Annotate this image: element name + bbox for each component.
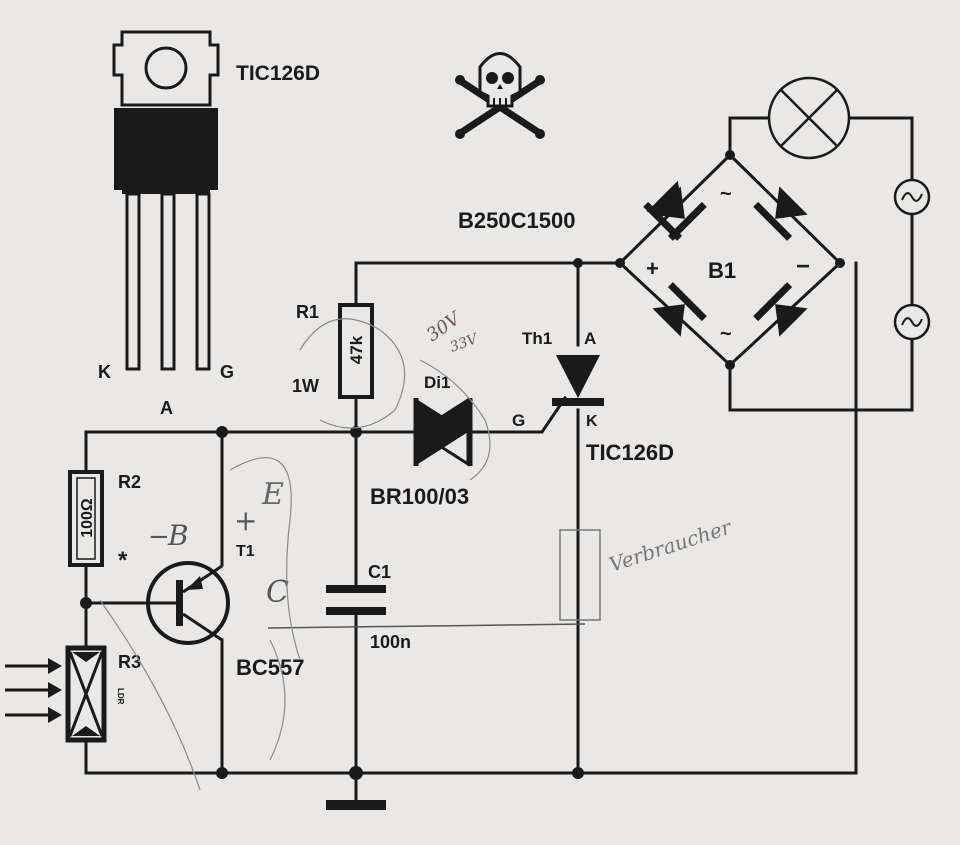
resistor-r1: 47k R1 1W [292, 302, 374, 399]
bridge-diode [753, 186, 808, 241]
c1-ref: C1 [368, 562, 391, 582]
capacitor-c1: C1 100n [326, 562, 411, 652]
package-body [114, 108, 218, 190]
r3-ref: R3 [118, 652, 141, 672]
bridge-part-number: B250C1500 [458, 208, 575, 233]
th1-cathode: K [586, 413, 598, 430]
circuit-wires [84, 116, 914, 804]
ac-source-icon [893, 178, 931, 216]
lamp-icon [767, 76, 851, 160]
hand-plus-e: + [234, 504, 257, 537]
r2-ref: R2 [118, 472, 141, 492]
r2-value: 100Ω [79, 498, 96, 538]
hand-minus-b: − [148, 522, 170, 552]
bridge-ac-top: ~ [720, 183, 732, 205]
light-arrows-icon [5, 658, 62, 723]
thyristor-th1: Th1 A K G TIC126D [512, 329, 674, 465]
r1-value: 47k [347, 335, 366, 364]
ldr-r3: R3 LDR [65, 645, 141, 743]
junction-dots [80, 258, 584, 780]
hand-base: B [167, 519, 189, 552]
package-pin-a-label: A [160, 398, 173, 418]
r3-ldr-note: LDR [116, 688, 125, 705]
bridge-ac-bottom: ~ [720, 323, 732, 345]
hand-emitter: E [261, 477, 284, 512]
th1-ref: Th1 [522, 329, 552, 348]
mounting-hole [144, 46, 188, 90]
bridge-diode [652, 186, 707, 241]
transistor-t1: T1 BC557 [146, 543, 304, 680]
bridge-diode [753, 282, 808, 337]
diac-part: BR100/03 [370, 484, 469, 509]
c1-value: 100n [370, 632, 411, 652]
th1-gate: G [512, 411, 525, 430]
package-pin-g-label: G [220, 362, 234, 382]
thyristor-package-drawing: TIC126D K A G [98, 30, 320, 418]
bridge-rectifier-b1: B250C1500 B1 + − ~ ~ [458, 150, 845, 370]
skull-crossbones-icon [455, 52, 545, 139]
r1-power: 1W [292, 376, 319, 396]
r2-marker: * [118, 547, 128, 574]
r1-ref: R1 [296, 302, 319, 322]
diac-di1: Di1 BR100/03 [370, 373, 473, 509]
th1-part: TIC126D [586, 440, 674, 465]
bridge-ref: B1 [708, 258, 736, 283]
th1-anode: A [584, 329, 596, 348]
t1-ref: T1 [236, 543, 255, 560]
ac-source-icon [893, 303, 931, 341]
bridge-minus: − [796, 253, 810, 280]
handwritten-annotations: + E − B C 30V 33V Verbraucher [99, 307, 735, 791]
diac-ref: Di1 [424, 373, 450, 392]
package-part-label: TIC126D [236, 62, 320, 85]
package-pin-k-label: K [98, 362, 111, 382]
hand-diac-note-2: 33V [448, 331, 481, 356]
ground-symbol [326, 800, 386, 810]
bridge-diode [652, 282, 707, 337]
bridge-plus: + [646, 256, 659, 281]
hand-side-note: Verbraucher [606, 514, 735, 576]
t1-part: BC557 [236, 655, 304, 680]
hand-collector: C [266, 575, 289, 610]
resistor-r2: 100Ω R2 * [68, 470, 141, 574]
